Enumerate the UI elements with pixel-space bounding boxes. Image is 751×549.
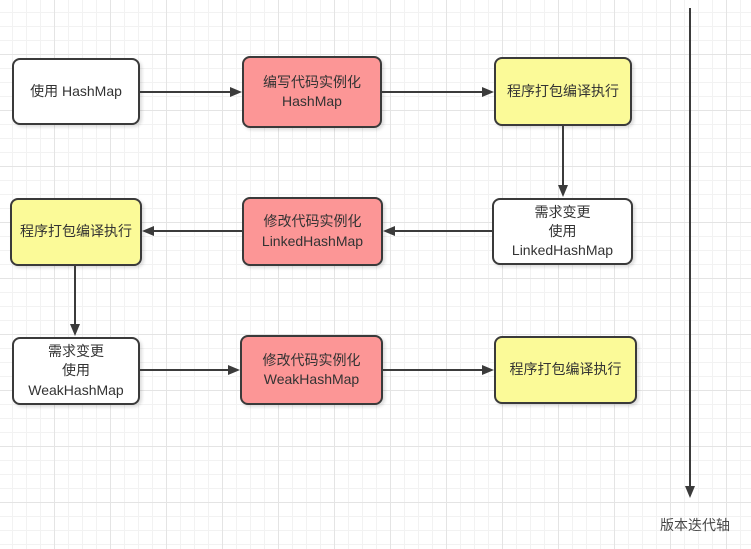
axis-line <box>689 8 691 488</box>
arrow-modify-code-to-build-2 <box>142 225 242 237</box>
node-requirement-linkedhashmap: 需求变更 使用 LinkedHashMap <box>492 198 633 265</box>
version-axis-arrow <box>684 8 696 498</box>
arrow-use-hashmap-to-write-code <box>140 86 242 98</box>
version-axis-label: 版本迭代轴 <box>660 517 730 533</box>
node-label-line: 修改代码实例化 <box>263 213 362 230</box>
arrow-requirement-weak-to-modify-code <box>140 364 240 376</box>
node-build-compile-run-3: 程序打包编译执行 <box>494 336 637 404</box>
arrow-line <box>140 369 230 371</box>
node-label-line: HashMap <box>282 93 342 109</box>
arrow-line <box>393 230 492 232</box>
arrow-head-down-icon <box>685 486 695 498</box>
arrow-line <box>562 126 564 187</box>
node-label-line: LinkedHashMap <box>261 232 364 249</box>
node-label: 程序打包编译执行 <box>509 361 622 378</box>
node-write-code-hashmap: 编写代码实例化 HashMap <box>242 56 382 128</box>
node-label: 程序打包编译执行 <box>507 82 619 99</box>
node-label-line: LinkedHashMap <box>511 242 614 259</box>
arrow-line <box>382 91 484 93</box>
node-build-compile-run-1: 程序打包编译执行 <box>494 57 632 126</box>
arrow-head-left-icon <box>142 226 154 236</box>
arrow-head-right-icon <box>482 365 494 375</box>
arrow-requirement-linked-to-modify-code <box>383 225 492 237</box>
node-label-line: 需求变更 <box>534 203 591 220</box>
arrow-head-down-icon <box>558 185 568 197</box>
node-modify-code-linkedhashmap: 修改代码实例化 LinkedHashMap <box>242 197 383 266</box>
node-label: 使用 HashMap <box>30 82 122 99</box>
node-build-compile-run-2: 程序打包编译执行 <box>10 198 142 266</box>
arrow-build-2-to-requirement-weak <box>69 266 81 336</box>
arrow-head-left-icon <box>383 226 395 236</box>
node-label-line: WeakHashMap <box>28 381 124 398</box>
node-use-hashmap: 使用 HashMap <box>12 58 140 125</box>
node-label: 程序打包编译执行 <box>20 223 132 240</box>
arrow-line <box>74 266 76 326</box>
node-label-line: 修改代码实例化 <box>262 351 361 368</box>
arrow-head-down-icon <box>70 324 80 336</box>
arrow-write-code-to-build-1 <box>382 86 494 98</box>
node-label-line: 使用 <box>62 362 90 379</box>
arrow-head-right-icon <box>228 365 240 375</box>
arrow-head-right-icon <box>230 87 242 97</box>
arrow-line <box>140 91 232 93</box>
arrow-modify-code-to-build-3 <box>383 364 494 376</box>
node-label-line: 使用 <box>548 222 577 239</box>
arrow-build-1-to-requirement-linked <box>557 126 569 197</box>
node-requirement-weakhashmap: 需求变更 使用 WeakHashMap <box>12 337 140 405</box>
arrow-head-right-icon <box>482 87 494 97</box>
arrow-line <box>152 230 242 232</box>
node-label-line: 编写代码实例化 <box>263 73 361 90</box>
arrow-line <box>383 369 484 371</box>
node-modify-code-weakhashmap: 修改代码实例化 WeakHashMap <box>240 335 383 405</box>
node-label-line: WeakHashMap <box>263 371 360 387</box>
node-label-line: 需求变更 <box>48 343 104 360</box>
